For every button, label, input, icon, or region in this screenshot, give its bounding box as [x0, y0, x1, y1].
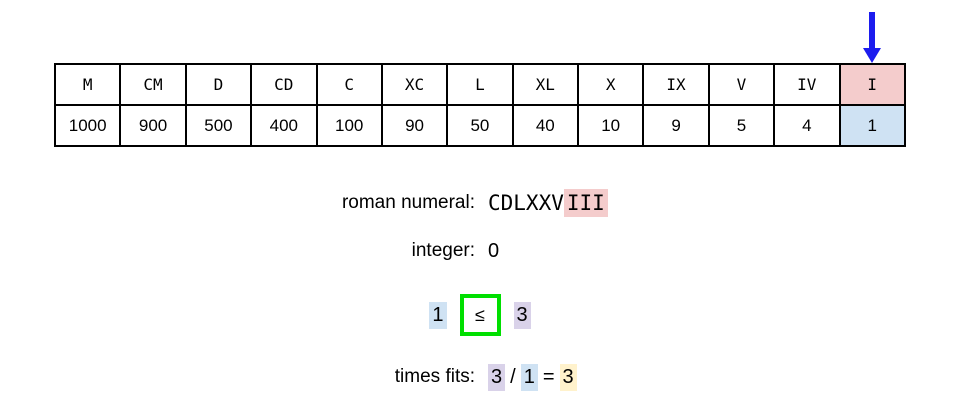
symbol-cell: V [707, 63, 776, 106]
comparison-operator-box: ≤ [459, 294, 501, 336]
value-cell: 10 [576, 104, 645, 147]
symbol-cell: D [184, 63, 253, 106]
arrow-shaft [869, 12, 875, 49]
symbol-cell: L [446, 63, 514, 106]
value-cell: 500 [184, 104, 253, 147]
times-fits-denominator: 1 [520, 363, 538, 391]
value-cell: 50 [446, 104, 514, 147]
symbol-cell: CD [250, 63, 318, 106]
integer-label: integer: [411, 240, 475, 261]
value-cell: 5 [707, 104, 776, 147]
pointer-arrow-icon [863, 12, 881, 63]
value-cell: 90 [380, 104, 449, 147]
less-equal-icon: ≤ [475, 304, 485, 325]
value-cell: 100 [315, 104, 383, 147]
arrow-head [863, 48, 881, 63]
conversion-table: M CM D CD C XC L XL X IX V IV I 1000 900… [53, 63, 906, 147]
comparison-line: 1 ≤ 3 [0, 294, 960, 336]
symbol-cell: IX [642, 63, 710, 106]
slash-separator: / [510, 365, 516, 388]
comparison-left-value: 1 [429, 301, 447, 329]
value-cell: 40 [511, 104, 580, 147]
times-fits-result: 3 [559, 363, 577, 391]
roman-remaining-text: III [563, 189, 608, 217]
value-cell: 400 [250, 104, 318, 147]
comparison-right-value: 3 [513, 301, 531, 329]
roman-consumed-text: CDLXXV [488, 191, 564, 215]
equals-separator: = [542, 365, 555, 388]
times-fits-label: times fits: [394, 366, 475, 387]
value-cell: 1000 [53, 104, 122, 147]
value-cell-highlighted: 1 [838, 104, 906, 147]
times-fits-line: times fits: 3/1=3 [0, 362, 960, 392]
times-fits-value: 3/1=3 [488, 363, 577, 391]
integer-value: 0 [488, 239, 500, 262]
value-cell: 900 [119, 104, 187, 147]
symbol-cell: XL [511, 63, 580, 106]
symbol-cell: C [315, 63, 383, 106]
symbol-cell-highlighted: I [838, 63, 906, 106]
values-row: 1000 900 500 400 100 90 50 40 10 9 5 4 1 [53, 104, 906, 147]
value-cell: 4 [773, 104, 841, 147]
symbol-cell: IV [773, 63, 841, 106]
symbol-cell: XC [380, 63, 449, 106]
times-fits-numerator: 3 [488, 363, 506, 391]
symbols-row: M CM D CD C XC L XL X IX V IV I [53, 63, 906, 106]
value-cell: 9 [642, 104, 710, 147]
symbol-cell: M [53, 63, 122, 106]
symbol-cell: X [576, 63, 645, 106]
roman-numeral-label: roman numeral: [341, 192, 475, 213]
symbol-cell: CM [119, 63, 187, 106]
integer-line: integer: 0 [0, 236, 960, 266]
